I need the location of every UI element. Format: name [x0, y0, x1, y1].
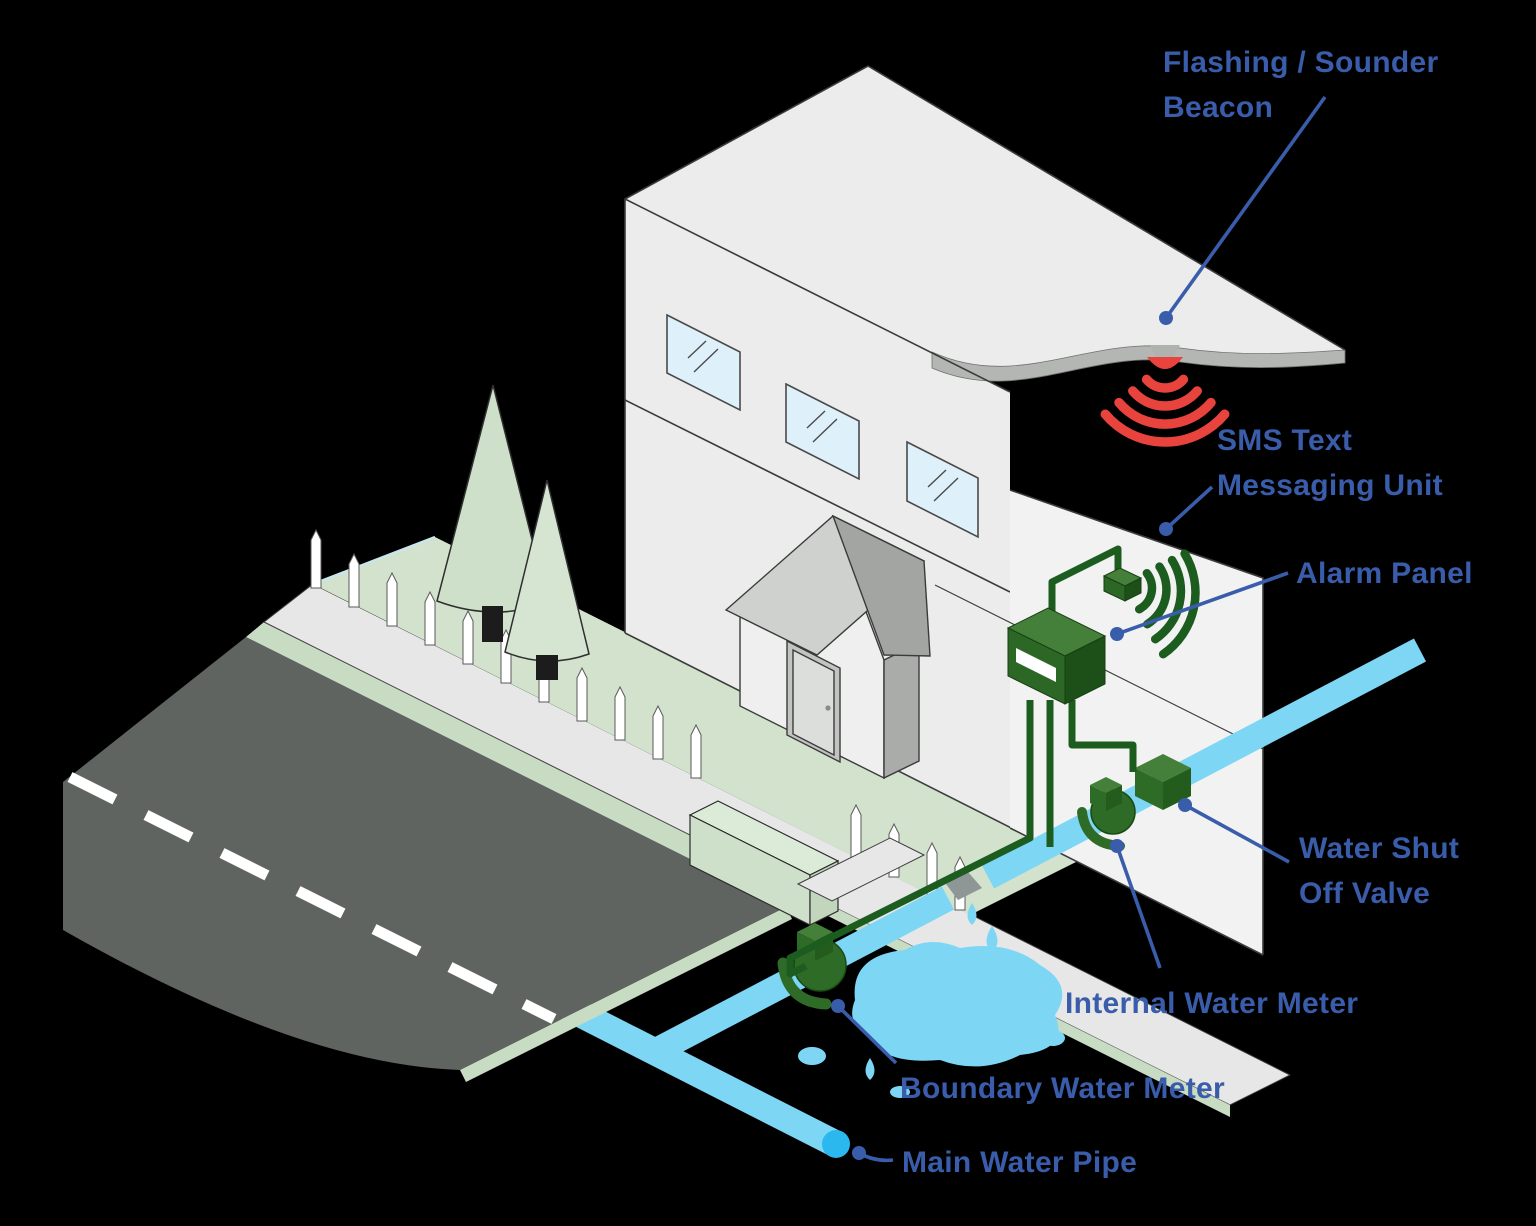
leader-alarm-panel: [1110, 571, 1289, 641]
window-3: [906, 440, 979, 539]
road: [63, 637, 786, 1070]
beacon-signal-icon: [1100, 374, 1230, 447]
supply-pipe-upper: [981, 638, 1427, 889]
leader-beacon: [1159, 95, 1327, 325]
label-main-water-pipe: Main Water Pipe: [902, 1140, 1137, 1185]
tree-small-trunk: [536, 655, 558, 680]
sms-messaging-unit: [1102, 567, 1143, 602]
label-water-shut-off-valve: Water Shut Off Valve: [1299, 826, 1459, 916]
porch-side-wall: [883, 641, 920, 780]
puddle-drop: [865, 1058, 875, 1080]
leader-internal-meter: [1110, 839, 1162, 969]
label-boundary-water-meter: Boundary Water Meter: [900, 1066, 1225, 1111]
beacon-mount: [1150, 345, 1180, 357]
leader-shut-off-valve: [1178, 798, 1290, 864]
label-line: SMS Text: [1217, 424, 1353, 457]
beacon-dome: [1147, 357, 1183, 369]
label-line: Off Valve: [1299, 877, 1431, 910]
label-alarm-panel: Alarm Panel: [1296, 551, 1473, 596]
verge: [246, 622, 810, 907]
puddle-blob-2: [1041, 1030, 1065, 1046]
label-flashing-sounder-beacon: Flashing / Sounder Beacon: [1163, 40, 1438, 130]
porch-roof-right: [831, 514, 931, 657]
label-line: Messaging Unit: [1217, 469, 1443, 502]
alarm-panel: [1006, 607, 1107, 705]
ground-slab-edge: [460, 907, 792, 1082]
cable-to-boundary-meter: [786, 700, 1034, 978]
label-line: Main Water Pipe: [902, 1146, 1138, 1179]
label-line: Flashing / Sounder: [1163, 46, 1439, 79]
road-center-line: [67, 772, 557, 1024]
door-knob: [825, 705, 831, 711]
window-2: [785, 382, 860, 481]
puddle-blob-1: [798, 1047, 826, 1065]
internal-water-meter: [1077, 777, 1136, 851]
roof-edge-band: [931, 345, 1346, 382]
leak-drop-2: [986, 926, 998, 952]
door: [792, 648, 835, 757]
label-internal-water-meter: Internal Water Meter: [1065, 981, 1358, 1026]
leader-sms: [1159, 485, 1214, 536]
lawn-edge-highlight: [312, 535, 436, 586]
leader-lines: [831, 95, 1327, 1163]
cable-to-sms-unit: [1048, 545, 1122, 628]
puddle-blob-3: [890, 1086, 910, 1098]
garden-path: [796, 837, 926, 902]
trees: [436, 384, 590, 680]
label-line: Internal Water Meter: [1065, 987, 1359, 1020]
window-reflections: [687, 340, 959, 502]
leader-main-pipe: [852, 1146, 894, 1163]
porch: [724, 514, 931, 780]
building-roof: [625, 66, 1345, 368]
label-line: Beacon: [1163, 91, 1274, 124]
leak-drop-1: [967, 903, 977, 925]
leak-puddle: [852, 941, 1063, 1067]
picket-fence: [310, 528, 966, 911]
tree-large-trunk: [482, 606, 503, 642]
label-sms-messaging-unit: SMS Text Messaging Unit: [1217, 418, 1443, 508]
cable-to-valve: [1068, 700, 1137, 772]
label-line: Water Shut: [1299, 832, 1460, 865]
label-line: Boundary Water Meter: [900, 1072, 1225, 1105]
broken-pipe-piece: [946, 872, 982, 900]
alarm-cables: [786, 545, 1137, 978]
alarm-panel-display: [1016, 648, 1056, 682]
leader-boundary-meter: [831, 999, 898, 1065]
flashing-sounder-beacon: [1147, 345, 1183, 369]
label-line: Alarm Panel: [1296, 557, 1473, 590]
main-water-pipe-cap: [822, 1130, 850, 1158]
